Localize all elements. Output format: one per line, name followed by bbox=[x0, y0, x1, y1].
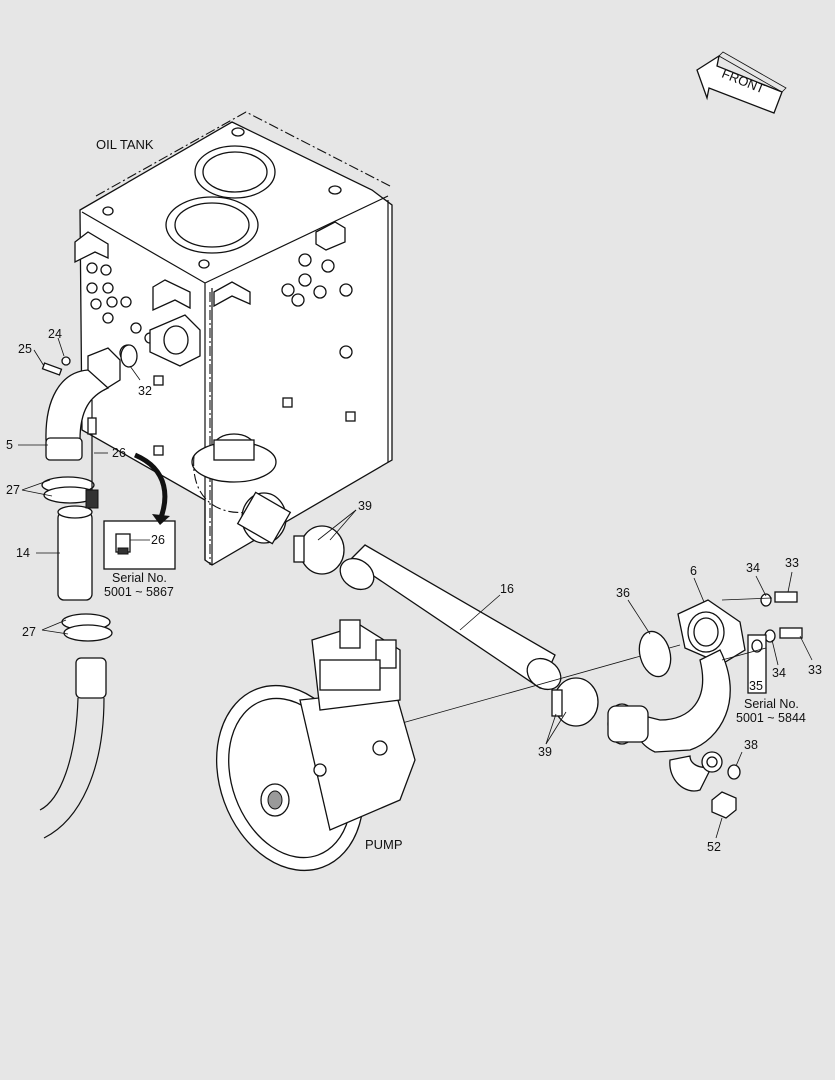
callout-27-upper: 27 bbox=[6, 483, 20, 497]
callout-16: 16 bbox=[500, 582, 514, 596]
leader-lines bbox=[18, 337, 813, 839]
callout-39-upper: 39 bbox=[358, 499, 372, 513]
front-arrow-icon: FRONT bbox=[696, 51, 787, 114]
serial-range-left: 5001 ~ 5867 bbox=[104, 585, 174, 599]
callout-33-upper: 33 bbox=[785, 556, 799, 570]
callout-26-inset: 26 bbox=[151, 533, 165, 547]
callout-39-lower: 39 bbox=[538, 745, 552, 759]
serial-range-right: 5001 ~ 5844 bbox=[736, 711, 806, 725]
callout-33-lower: 33 bbox=[808, 663, 822, 677]
callout-32: 32 bbox=[138, 384, 152, 398]
callout-34-upper: 34 bbox=[746, 561, 760, 575]
callout-25: 25 bbox=[18, 342, 32, 356]
callout-27-lower: 27 bbox=[22, 625, 36, 639]
callout-36: 36 bbox=[616, 586, 630, 600]
callout-35: 35 bbox=[749, 679, 763, 693]
callout-38: 38 bbox=[744, 738, 758, 752]
oil-tank-label: OIL TANK bbox=[96, 137, 154, 152]
callout-14: 14 bbox=[16, 546, 30, 560]
serial-label-right: Serial No. bbox=[744, 697, 799, 711]
pump-label: PUMP bbox=[365, 837, 403, 852]
callout-34-lower: 34 bbox=[772, 666, 786, 680]
serial-label-left: Serial No. bbox=[112, 571, 167, 585]
pump-drawing bbox=[215, 619, 416, 872]
callout-6: 6 bbox=[690, 564, 697, 578]
callout-5: 5 bbox=[6, 438, 13, 452]
oil-tank-drawing bbox=[74, 111, 393, 566]
pump-outlet-pipe bbox=[607, 591, 803, 819]
callout-52: 52 bbox=[707, 840, 721, 854]
callout-26-hose: 26 bbox=[112, 446, 126, 460]
callout-24: 24 bbox=[48, 327, 62, 341]
return-pipe-16 bbox=[236, 491, 681, 727]
